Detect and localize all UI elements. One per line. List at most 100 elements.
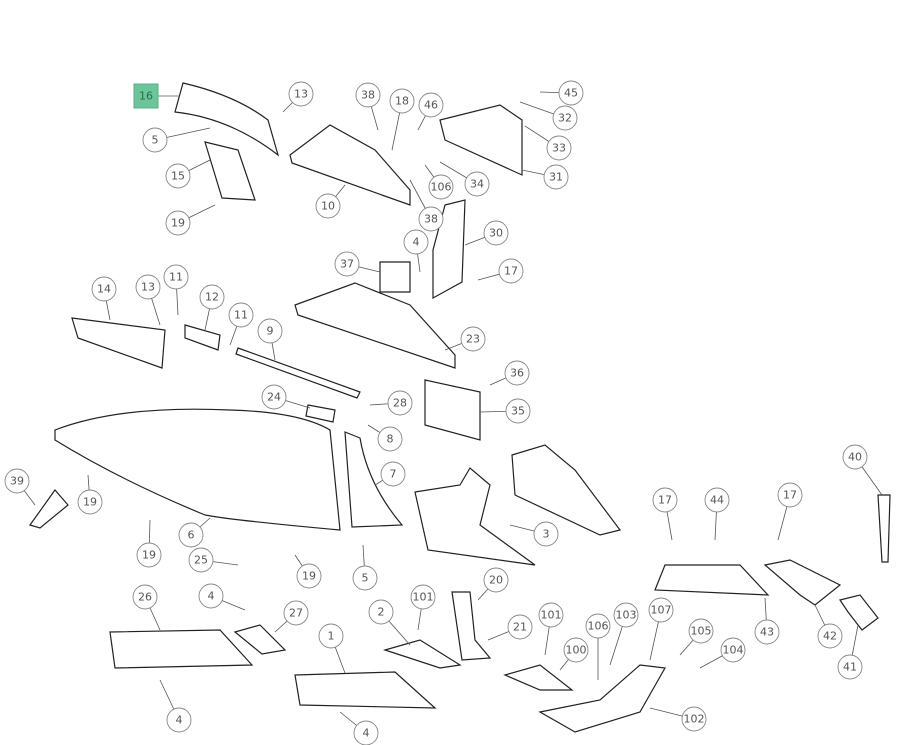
callout-4[interactable]: 4 — [166, 707, 192, 733]
part-3-frog — [414, 467, 536, 566]
callout-43[interactable]: 43 — [754, 619, 780, 645]
part-31-plate — [439, 104, 523, 176]
callout-label: 45 — [564, 87, 578, 100]
callout-18[interactable]: 18 — [389, 88, 415, 114]
callout-circle — [135, 274, 161, 300]
callout-32[interactable]: 32 — [552, 105, 578, 131]
callout-7[interactable]: 7 — [380, 461, 406, 487]
callout-2[interactable]: 2 — [368, 599, 394, 625]
callout-19[interactable]: 19 — [165, 210, 191, 236]
callout-28[interactable]: 28 — [387, 390, 413, 416]
part-37-plate — [379, 261, 411, 293]
callout-12[interactable]: 12 — [199, 284, 225, 310]
callout-circle — [132, 584, 158, 610]
callout-42[interactable]: 42 — [817, 623, 843, 649]
callout-circle — [552, 105, 578, 131]
callout-circle — [483, 567, 509, 593]
callout-46[interactable]: 46 — [418, 92, 444, 118]
callout-circle — [188, 547, 214, 573]
part-10-beam-plate — [289, 124, 411, 206]
callout-circle — [538, 602, 564, 628]
callout-11[interactable]: 11 — [163, 264, 189, 290]
callout-44[interactable]: 44 — [704, 487, 730, 513]
callout-38[interactable]: 38 — [355, 82, 381, 108]
part-9-rod — [235, 347, 361, 399]
callout-33[interactable]: 33 — [546, 135, 572, 161]
callout-circle — [418, 206, 444, 232]
callout-39[interactable]: 39 — [4, 468, 30, 494]
callout-5[interactable]: 5 — [352, 565, 378, 591]
callout-34[interactable]: 34 — [464, 171, 490, 197]
callout-3[interactable]: 3 — [533, 521, 559, 547]
callout-label: 11 — [169, 271, 183, 284]
callout-40[interactable]: 40 — [842, 444, 868, 470]
callout-9[interactable]: 9 — [257, 318, 283, 344]
callout-101[interactable]: 101 — [538, 602, 564, 628]
part-15-bracket — [204, 141, 256, 201]
callout-label: 34 — [470, 178, 484, 191]
callout-37[interactable]: 37 — [334, 251, 360, 277]
callout-38[interactable]: 38 — [418, 206, 444, 232]
callout-24[interactable]: 24 — [261, 384, 287, 410]
callout-1[interactable]: 1 — [318, 623, 344, 649]
callout-circle — [428, 174, 454, 200]
callout-17[interactable]: 17 — [777, 482, 803, 508]
callout-label: 46 — [424, 99, 438, 112]
callout-21[interactable]: 21 — [507, 614, 533, 640]
callout-4[interactable]: 4 — [403, 229, 429, 255]
callout-4[interactable]: 4 — [198, 583, 224, 609]
callout-19[interactable]: 19 — [136, 542, 162, 568]
callout-26[interactable]: 26 — [132, 584, 158, 610]
callout-30[interactable]: 30 — [483, 220, 509, 246]
callout-label: 32 — [558, 112, 572, 125]
callout-25[interactable]: 25 — [188, 547, 214, 573]
callout-102[interactable]: 102 — [681, 706, 707, 732]
callout-label: 103 — [616, 609, 637, 622]
callout-13[interactable]: 13 — [135, 274, 161, 300]
callout-circle — [688, 618, 714, 644]
callout-17[interactable]: 17 — [652, 487, 678, 513]
callout-107[interactable]: 107 — [648, 597, 674, 623]
callout-104[interactable]: 104 — [720, 637, 746, 663]
callout-106[interactable]: 106 — [585, 613, 611, 639]
callout-101[interactable]: 101 — [410, 584, 436, 610]
callout-circle — [460, 326, 486, 352]
callout-20[interactable]: 20 — [483, 567, 509, 593]
callout-circle — [163, 264, 189, 290]
callout-5[interactable]: 5 — [142, 127, 168, 153]
callout-17[interactable]: 17 — [498, 258, 524, 284]
callout-circle — [178, 522, 204, 548]
callout-27[interactable]: 27 — [283, 600, 309, 626]
callout-11[interactable]: 11 — [228, 302, 254, 328]
callout-105[interactable]: 105 — [688, 618, 714, 644]
part-16-moldboard-extension — [174, 82, 280, 157]
callout-4[interactable]: 4 — [353, 720, 379, 745]
callout-16[interactable]: 16 — [133, 83, 159, 109]
callout-label: 3 — [543, 528, 550, 541]
callout-41[interactable]: 41 — [837, 654, 863, 680]
callout-6[interactable]: 6 — [178, 522, 204, 548]
callout-36[interactable]: 36 — [504, 360, 530, 386]
callout-45[interactable]: 45 — [558, 80, 584, 106]
callout-label: 101 — [413, 591, 434, 604]
part-1-share — [294, 671, 437, 709]
callout-23[interactable]: 23 — [460, 326, 486, 352]
callout-label: 21 — [513, 621, 527, 634]
callout-label: 26 — [138, 591, 152, 604]
callout-19[interactable]: 19 — [77, 489, 103, 515]
callout-10[interactable]: 10 — [315, 193, 341, 219]
callout-100[interactable]: 100 — [563, 637, 589, 663]
callout-14[interactable]: 14 — [91, 276, 117, 302]
callout-19[interactable]: 19 — [296, 563, 322, 589]
callout-103[interactable]: 103 — [613, 602, 639, 628]
callout-label: 41 — [843, 661, 857, 674]
callout-35[interactable]: 35 — [505, 398, 531, 424]
callout-106[interactable]: 106 — [428, 174, 454, 200]
part-14-strip — [71, 317, 166, 369]
callout-label: 14 — [97, 283, 111, 296]
callout-31[interactable]: 31 — [543, 164, 569, 190]
callout-15[interactable]: 15 — [165, 163, 191, 189]
callout-8[interactable]: 8 — [377, 426, 403, 452]
callout-13[interactable]: 13 — [288, 81, 314, 107]
